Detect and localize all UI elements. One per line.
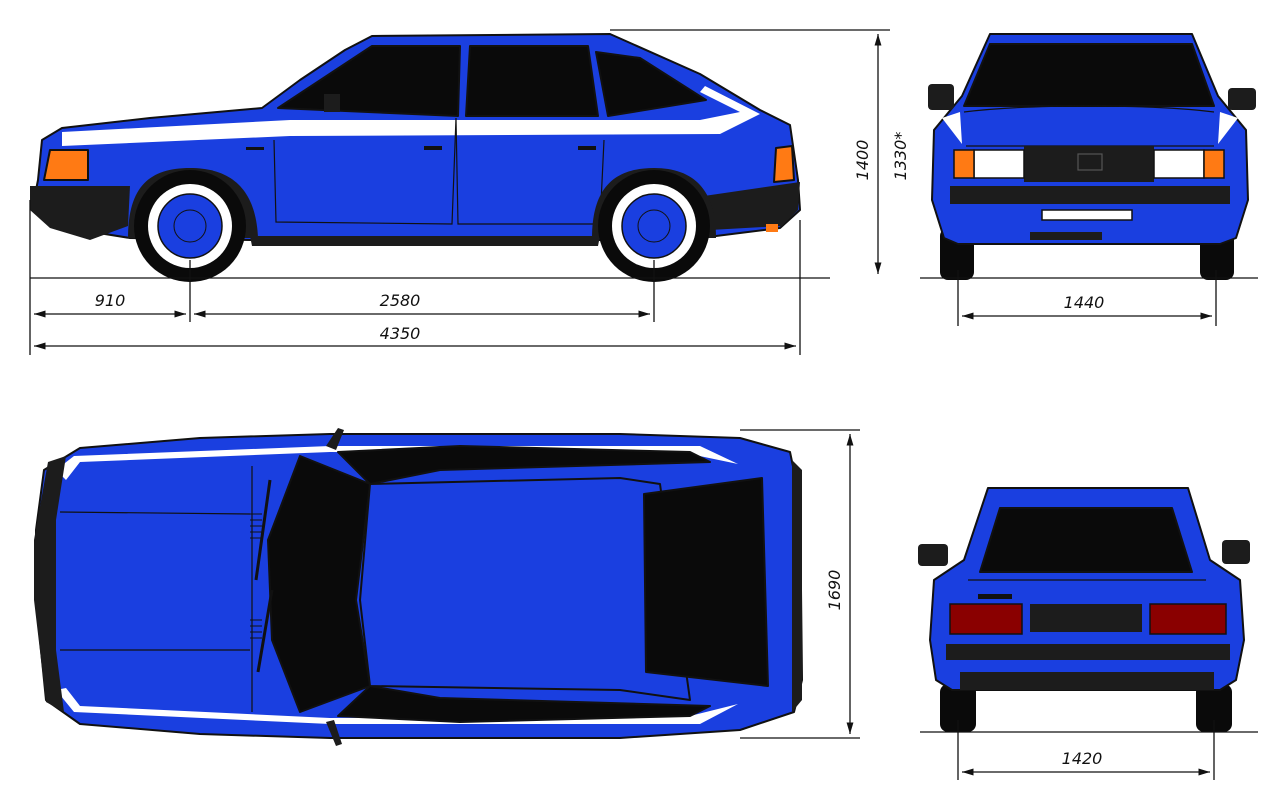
side-view: [30, 33, 801, 282]
front-dimensions: 1440: [920, 270, 1258, 326]
sill: [250, 236, 600, 246]
top-mirror-upper: [326, 428, 344, 450]
side-mirror: [324, 94, 340, 112]
top-dimensions: 1690: [740, 429, 860, 739]
dim-front-track: 1440: [1064, 293, 1105, 312]
rear-dimensions: 1420: [920, 720, 1258, 780]
headlight-left: [973, 149, 1025, 179]
dim-height: 1400: [853, 140, 872, 181]
top-rear-glass: [643, 477, 769, 687]
front-indicator-right: [1203, 149, 1225, 179]
front-wheel: [134, 170, 246, 282]
front-grille: [1024, 146, 1154, 182]
top-view: [34, 428, 803, 746]
headlight-right: [1153, 149, 1205, 179]
side-window-quarter: [595, 51, 707, 117]
rear-indicator: [773, 145, 795, 183]
taillight-right: [1149, 603, 1227, 635]
rear-plate: [1030, 604, 1142, 632]
front-mirror-right: [1228, 88, 1256, 110]
rear-bumper-back: [946, 644, 1230, 660]
side-window-front: [277, 45, 461, 117]
rear-wheel: [598, 170, 710, 282]
rear-view: [918, 487, 1250, 732]
dim-height-alt: 1330*: [891, 132, 910, 181]
side-dimensions: 910 2580 4350 1400 1330*: [29, 29, 910, 355]
top-roof: [359, 477, 691, 701]
side-window-rear: [465, 45, 599, 117]
front-bumper: [30, 186, 130, 240]
front-indicator: [43, 149, 89, 181]
rear-window: [979, 507, 1193, 573]
front-mirror-left: [928, 84, 954, 110]
rear-mirror-right: [1222, 540, 1250, 564]
side-stripe: [62, 86, 760, 146]
front-bumper-front: [950, 186, 1230, 204]
front-view: [928, 33, 1256, 280]
dim-front-overhang: 910: [95, 291, 126, 310]
front-indicator-left: [953, 149, 975, 179]
dim-width: 1690: [825, 570, 844, 611]
dim-rear-track: 1420: [1062, 749, 1103, 768]
rear-bumper: [704, 182, 800, 230]
dim-wheelbase: 2580: [380, 291, 421, 310]
front-windshield: [963, 43, 1215, 107]
top-mirror-lower: [326, 720, 342, 746]
taillight-left: [949, 603, 1023, 635]
rear-mirror-left: [918, 544, 948, 566]
dim-length: 4350: [380, 324, 421, 343]
